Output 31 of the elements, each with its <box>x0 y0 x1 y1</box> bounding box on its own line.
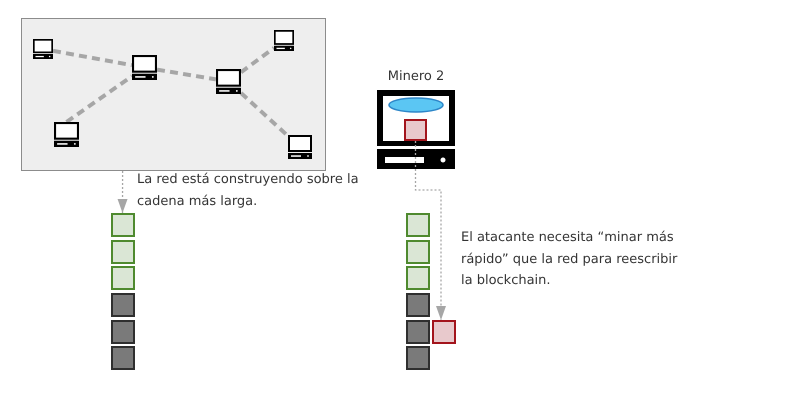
computer-icon <box>274 30 294 51</box>
connector-line <box>52 48 132 68</box>
computer-icon <box>54 122 79 147</box>
computer-icon <box>132 55 157 80</box>
chain-block <box>111 293 135 317</box>
computer-icon <box>33 39 53 59</box>
computer-icon <box>288 135 312 159</box>
connector-line <box>240 92 290 138</box>
connector-line <box>65 74 134 124</box>
chain-block <box>111 320 135 344</box>
chain-block <box>404 119 427 141</box>
computer-label: Minero 2 <box>388 68 444 86</box>
annotation-text: El atacante necesita “minar más rápido” que la red para reescribir la blockchain. <box>461 229 678 290</box>
chain-block <box>432 320 456 344</box>
chain-block <box>111 266 135 290</box>
chain-block <box>111 213 135 237</box>
network-panel <box>21 18 326 171</box>
connector-line <box>240 46 276 74</box>
arrow <box>118 171 128 213</box>
chain-block <box>406 213 430 237</box>
chain-block <box>406 266 430 290</box>
computer-icon <box>216 69 241 94</box>
chain-block <box>406 320 430 344</box>
connector-line <box>156 68 216 82</box>
chain-block <box>111 240 135 264</box>
chain-block <box>406 240 430 264</box>
chain-block <box>406 346 430 370</box>
arrow <box>414 141 446 320</box>
annotation-text: La red está construyendo sobre la cadena más larga. <box>137 171 360 210</box>
chain-block <box>111 346 135 370</box>
chain-block <box>406 293 430 317</box>
